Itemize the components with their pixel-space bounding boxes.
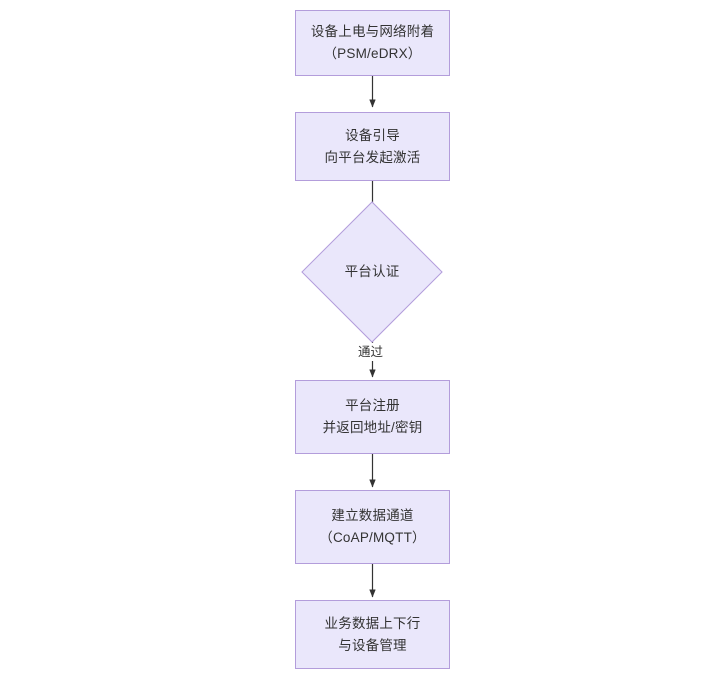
node-data-channel[interactable]: 建立数据通道 （CoAP/MQTT） — [295, 490, 450, 564]
node-platform-register-label: 平台注册 并返回地址/密钥 — [322, 398, 423, 435]
node-platform-auth-label: 平台认证 — [344, 264, 400, 279]
node-business-data-label: 业务数据上下行 与设备管理 — [324, 615, 421, 653]
node-power-on-label: 设备上电与网络附着 （PSM/eDRX） — [310, 24, 435, 61]
node-bootstrap-label: 设备引导 向平台发起激活 — [324, 127, 421, 165]
node-power-on[interactable]: 设备上电与网络附着 （PSM/eDRX） — [295, 10, 450, 76]
node-data-channel-label: 建立数据通道 （CoAP/MQTT） — [319, 508, 426, 545]
node-platform-auth[interactable]: 平台认证 — [301, 201, 443, 343]
edge-label-pass: 通过 — [355, 343, 387, 361]
node-business-data[interactable]: 业务数据上下行 与设备管理 — [295, 600, 450, 669]
node-platform-register[interactable]: 平台注册 并返回地址/密钥 — [295, 380, 450, 454]
node-bootstrap[interactable]: 设备引导 向平台发起激活 — [295, 112, 450, 181]
